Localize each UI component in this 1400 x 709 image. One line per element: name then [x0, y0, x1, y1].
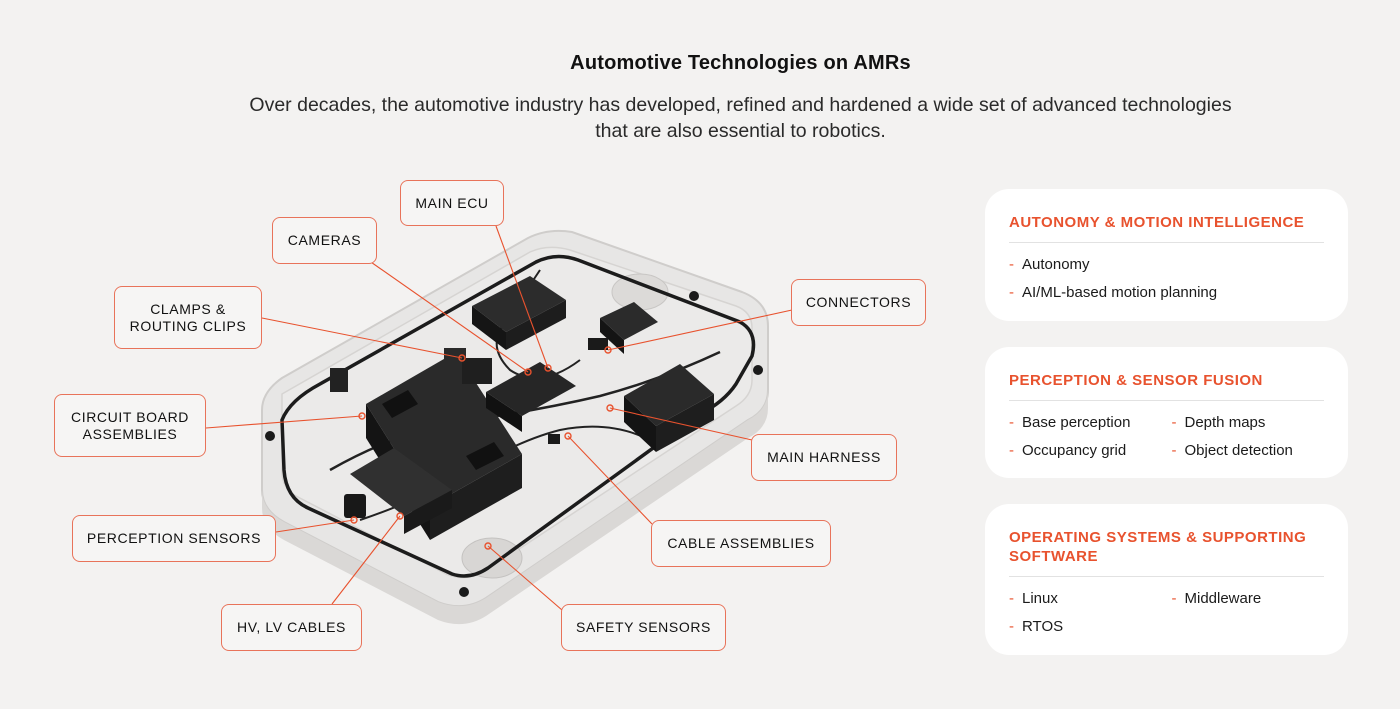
battery-box-top: [366, 352, 522, 506]
leader-line-main-ecu: [495, 225, 549, 369]
card-item: -Middleware: [1171, 590, 1262, 607]
main-ecu-side: [506, 300, 566, 350]
anchor-dot: [604, 346, 612, 354]
module-front: [404, 490, 452, 534]
card-item: -Depth maps: [1171, 414, 1266, 431]
leader-line-hv-lv: [331, 515, 401, 605]
perception-sensor: [344, 494, 366, 518]
main-ecu-top: [472, 276, 566, 332]
label-safety-sensors: SAFETY SENSORS: [561, 604, 726, 651]
label-cameras: CAMERAS: [272, 217, 377, 264]
connector-plug: [689, 291, 699, 301]
leader-line-circuit-board: [205, 415, 363, 429]
page-subtitle: Over decades, the automotive industry ha…: [249, 94, 1232, 142]
card-item: -Object detection: [1171, 442, 1293, 459]
card-title: AUTONOMY & MOTION INTELLIGENCE: [1009, 213, 1324, 243]
card-autonomy: AUTONOMY & MOTION INTELLIGENCE -Autonomy…: [985, 189, 1348, 321]
label-hv-lv-cables: HV, LV CABLES: [221, 604, 362, 651]
label-circuit-board-assemblies: CIRCUIT BOARD ASSEMBLIES: [54, 394, 206, 457]
label-main-harness: MAIN HARNESS: [751, 434, 897, 481]
leader-line-cameras: [367, 259, 529, 373]
anchor-dot: [524, 368, 532, 376]
card-item: -Base perception: [1009, 414, 1131, 431]
anchor-dot: [544, 364, 552, 372]
small-connector: [548, 434, 560, 444]
small-connector: [330, 368, 348, 392]
card-items: -Base perception -Depth maps -Occupancy …: [1009, 401, 1324, 461]
card-title: PERCEPTION & SENSOR FUSION: [1009, 371, 1324, 401]
connector-plug: [753, 365, 763, 375]
anchor-dot: [358, 412, 366, 420]
connector-plug: [265, 431, 275, 441]
card-items: -Linux -Middleware -RTOS: [1009, 577, 1324, 637]
leader-line-cable-assemblies: [567, 435, 653, 525]
leader-line-connectors: [607, 309, 793, 351]
leader-line-safety: [487, 545, 563, 611]
connector-module: [600, 302, 658, 340]
anchor-dot: [396, 512, 404, 520]
card-title: OPERATING SYSTEMS & SUPPORTING SOFTWARE: [1009, 528, 1324, 577]
anchor-dot: [350, 516, 358, 524]
leader-lines: [205, 225, 793, 611]
leader-line-clamps: [261, 317, 463, 359]
right-battery-side: [656, 394, 714, 452]
amr-chassis-illustration: [261, 229, 769, 625]
label-connectors: CONNECTORS: [791, 279, 926, 326]
leader-line-main-harness: [609, 407, 753, 441]
handle: [466, 442, 504, 470]
label-perception-sensors: PERCEPTION SENSORS: [72, 515, 276, 562]
card-item: -Linux: [1009, 590, 1058, 607]
connector-module: [600, 318, 624, 354]
card-operating-systems: OPERATING SYSTEMS & SUPPORTING SOFTWARE …: [985, 504, 1348, 655]
wheel: [461, 537, 523, 579]
anchor-dot: [606, 404, 614, 412]
card-item: -RTOS: [1009, 618, 1064, 635]
anchor-dot: [458, 354, 466, 362]
connector-plug: [459, 587, 469, 597]
label-cable-assemblies: CABLE ASSEMBLIES: [651, 520, 831, 567]
card-perception: PERCEPTION & SENSOR FUSION -Base percept…: [985, 347, 1348, 478]
leader-dots: [350, 346, 614, 550]
compute-unit: [486, 392, 522, 432]
label-main-ecu: MAIN ECU: [400, 180, 504, 226]
camera-block: [462, 358, 492, 384]
compute-unit: [486, 362, 576, 416]
right-battery-top: [624, 364, 714, 426]
amr-diagram: [205, 225, 793, 625]
connector-block: [588, 338, 608, 350]
anchor-dot: [484, 542, 492, 550]
card-items: -Autonomy -AI/ML-based motion planning: [1009, 243, 1324, 303]
battery-box-front: [430, 454, 522, 540]
page-title: Automotive Technologies on AMRs: [570, 52, 911, 74]
handle: [382, 390, 418, 418]
card-item: -AI/ML-based motion planning: [1009, 284, 1218, 301]
anchor-dot: [564, 432, 572, 440]
harness-cable: [280, 254, 756, 578]
card-item: -Occupancy grid: [1009, 442, 1127, 459]
right-battery-front: [624, 396, 656, 452]
module-top: [350, 448, 452, 516]
card-item: -Autonomy: [1009, 256, 1090, 273]
main-ecu-front: [472, 306, 506, 350]
label-clamps-routing-clips: CLAMPS & ROUTING CLIPS: [114, 286, 262, 349]
leader-line-perception: [275, 519, 355, 533]
